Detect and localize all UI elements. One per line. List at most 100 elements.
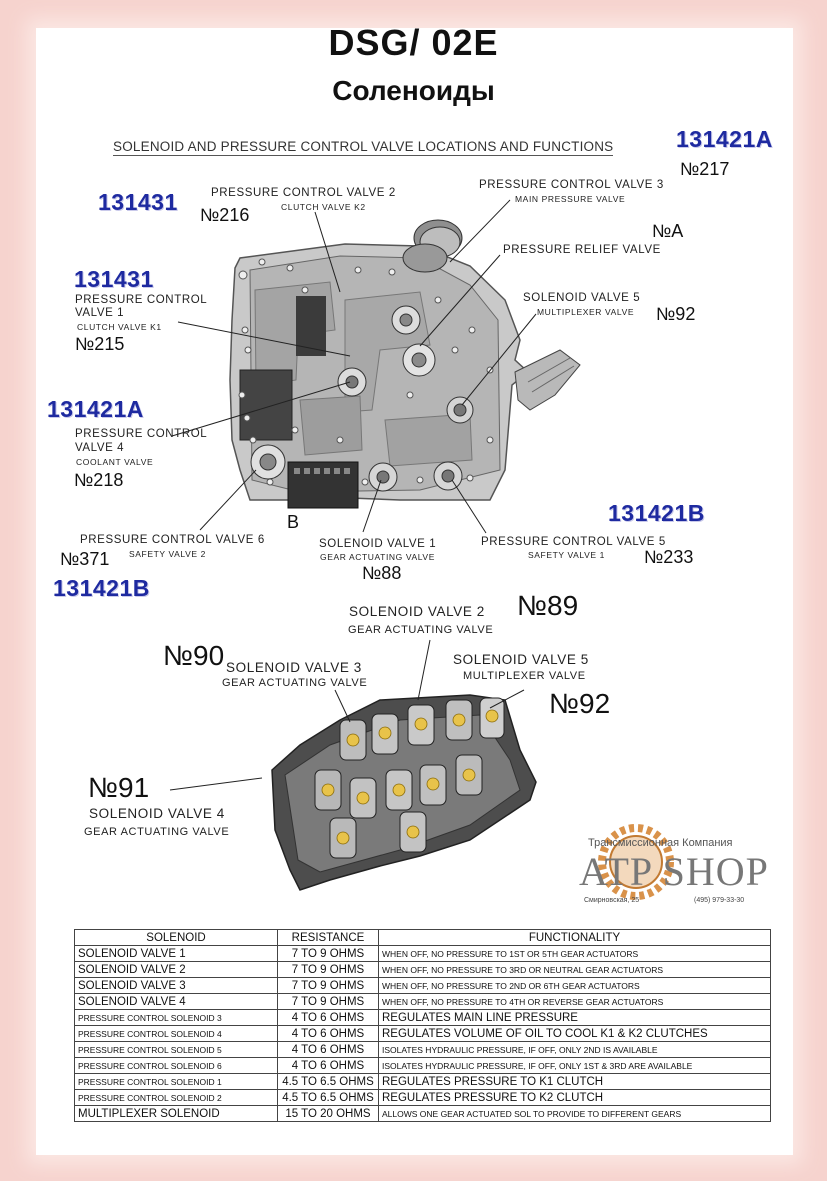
table-row: SOLENOID VALVE 4 7 TO 9 OHMS WHEN OFF, N… bbox=[74, 993, 771, 1010]
table-cell-functionality: REGULATES MAIN LINE PRESSURE bbox=[378, 1009, 771, 1026]
label-sv5-bottom: SOLENOID VALVE 5 bbox=[453, 652, 589, 667]
label-pcv4-line1: PRESSURE CONTROL bbox=[75, 428, 208, 440]
leader-lines-bottom bbox=[169, 639, 525, 791]
item-number-pcv6: №371 bbox=[60, 549, 110, 569]
table-cell-functionality: REGULATES VOLUME OF OIL TO COOL K1 & K2 … bbox=[378, 1025, 771, 1042]
table-row: PRESSURE CONTROL SOLENOID 5 4 TO 6 OHMS … bbox=[74, 1041, 771, 1058]
label-sv5-top: SOLENOID VALVE 5 bbox=[523, 292, 641, 304]
sublabel-sv1: GEAR ACTUATING VALVE bbox=[320, 552, 435, 562]
table-cell-resistance: 4 TO 6 OHMS bbox=[277, 1057, 379, 1074]
table-cell-solenoid: PRESSURE CONTROL SOLENOID 4 bbox=[74, 1025, 278, 1042]
table-header-resistance: RESISTANCE bbox=[277, 929, 379, 946]
item-number-relief: №A bbox=[652, 221, 684, 241]
table-cell-resistance: 4.5 TO 6.5 OHMS bbox=[277, 1073, 379, 1090]
item-number-sv1: №88 bbox=[362, 563, 402, 583]
table-cell-resistance: 7 TO 9 OHMS bbox=[277, 945, 379, 962]
sublabel-pcv4: COOLANT VALVE bbox=[76, 457, 154, 467]
solenoid-spec-table: SOLENOID RESISTANCE FUNCTIONALITY SOLENO… bbox=[74, 929, 771, 1122]
sublabel-sv3: GEAR ACTUATING VALVE bbox=[222, 677, 368, 689]
table-row: SOLENOID VALVE 1 7 TO 9 OHMS WHEN OFF, N… bbox=[74, 945, 771, 962]
table-cell-resistance: 4.5 TO 6.5 OHMS bbox=[277, 1089, 379, 1106]
label-pcv4-line2: VALVE 4 bbox=[75, 442, 125, 454]
item-number-sv5-bottom: №92 bbox=[549, 688, 611, 719]
item-number-pcv2: №216 bbox=[200, 205, 250, 225]
table-cell-solenoid: PRESSURE CONTROL SOLENOID 3 bbox=[74, 1009, 278, 1026]
table-cell-solenoid: SOLENOID VALVE 1 bbox=[74, 945, 278, 962]
section-heading: SOLENOID AND PRESSURE CONTROL VALVE LOCA… bbox=[113, 139, 614, 156]
logo-address: Смирновская, 25 bbox=[584, 897, 640, 904]
table-row: SOLENOID VALVE 2 7 TO 9 OHMS WHEN OFF, N… bbox=[74, 961, 771, 978]
table-row: PRESSURE CONTROL SOLENOID 1 4.5 TO 6.5 O… bbox=[74, 1073, 771, 1090]
label-sv1: SOLENOID VALVE 1 bbox=[319, 538, 437, 550]
item-number-sv2: №89 bbox=[517, 590, 579, 621]
table-cell-functionality: WHEN OFF, NO PRESSURE TO 1ST OR 5TH GEAR… bbox=[378, 945, 771, 962]
label-pcv5: PRESSURE CONTROL VALVE 5 bbox=[481, 536, 666, 548]
table-row: SOLENOID VALVE 3 7 TO 9 OHMS WHEN OFF, N… bbox=[74, 977, 771, 994]
table-cell-functionality: WHEN OFF, NO PRESSURE TO 4TH OR REVERSE … bbox=[378, 993, 771, 1010]
leader-lines-top bbox=[171, 199, 537, 534]
item-number-pcv3: №217 bbox=[680, 159, 730, 179]
label-pcv2: PRESSURE CONTROL VALVE 2 bbox=[211, 187, 396, 199]
label-pcv1-line2: VALVE 1 bbox=[75, 307, 125, 319]
table-cell-resistance: 7 TO 9 OHMS bbox=[277, 993, 379, 1010]
item-number-sv4: №91 bbox=[88, 772, 150, 803]
sublabel-sv2: GEAR ACTUATING VALVE bbox=[348, 624, 494, 636]
table-cell-functionality: WHEN OFF, NO PRESSURE TO 2ND OR 6TH GEAR… bbox=[378, 977, 771, 994]
sublabel-pcv3: MAIN PRESSURE VALVE bbox=[515, 194, 626, 204]
label-pcv3: PRESSURE CONTROL VALVE 3 bbox=[479, 179, 664, 191]
item-number-sv3: №90 bbox=[163, 640, 225, 671]
document-subtitle: Соленоиды bbox=[332, 75, 495, 106]
table-header-solenoid: SOLENOID bbox=[74, 929, 278, 946]
table-cell-resistance: 4 TO 6 OHMS bbox=[277, 1009, 379, 1026]
sublabel-sv4: GEAR ACTUATING VALVE bbox=[84, 826, 230, 838]
item-number-pcv4: №218 bbox=[74, 470, 124, 490]
table-cell-functionality: REGULATES PRESSURE TO K2 CLUTCH bbox=[378, 1089, 771, 1106]
label-sv4: SOLENOID VALVE 4 bbox=[89, 806, 225, 821]
logo-tagline: Трансмиссионная Компания bbox=[588, 837, 733, 849]
sublabel-pcv6: SAFETY VALVE 2 bbox=[129, 549, 206, 559]
label-pressure-relief-valve: PRESSURE RELIEF VALVE bbox=[503, 244, 661, 256]
label-sv2: SOLENOID VALVE 2 bbox=[349, 604, 485, 619]
item-number-pcv1: №215 bbox=[75, 334, 125, 354]
item-number-sv5-top: №92 bbox=[656, 304, 696, 324]
sublabel-sv5-bottom: MULTIPLEXER VALVE bbox=[463, 670, 586, 682]
part-number-pcv1: 131431 bbox=[74, 266, 154, 292]
part-number-pcv3: 131421A bbox=[676, 126, 773, 152]
document-title: DSG/ 02E bbox=[328, 22, 499, 63]
table-row: PRESSURE CONTROL SOLENOID 2 4.5 TO 6.5 O… bbox=[74, 1089, 771, 1106]
logo-name: ATP SHOP bbox=[579, 849, 769, 894]
table-cell-functionality: ALLOWS ONE GEAR ACTUATED SOL TO PROVIDE … bbox=[378, 1105, 771, 1122]
part-number-pcv5: 131421B bbox=[608, 500, 705, 526]
connector-label: B bbox=[287, 512, 300, 532]
part-number-pcv6: 131421B bbox=[53, 575, 150, 601]
table-row: PRESSURE CONTROL SOLENOID 6 4 TO 6 OHMS … bbox=[74, 1057, 771, 1074]
table-cell-resistance: 4 TO 6 OHMS bbox=[277, 1025, 379, 1042]
label-sv3: SOLENOID VALVE 3 bbox=[226, 660, 362, 675]
table-cell-functionality: REGULATES PRESSURE TO K1 CLUTCH bbox=[378, 1073, 771, 1090]
table-cell-functionality: WHEN OFF, NO PRESSURE TO 3RD OR NEUTRAL … bbox=[378, 961, 771, 978]
table-cell-solenoid: PRESSURE CONTROL SOLENOID 2 bbox=[74, 1089, 278, 1106]
table-cell-resistance: 7 TO 9 OHMS bbox=[277, 977, 379, 994]
solenoid-pack-illustration bbox=[271, 694, 537, 891]
table-cell-resistance: 15 TO 20 OHMS bbox=[277, 1105, 379, 1122]
table-cell-solenoid: PRESSURE CONTROL SOLENOID 1 bbox=[74, 1073, 278, 1090]
sublabel-pcv5: SAFETY VALVE 1 bbox=[528, 550, 605, 560]
table-cell-solenoid: PRESSURE CONTROL SOLENOID 6 bbox=[74, 1057, 278, 1074]
table-cell-solenoid: MULTIPLEXER SOLENOID bbox=[74, 1105, 278, 1122]
table-cell-resistance: 4 TO 6 OHMS bbox=[277, 1041, 379, 1058]
table-row: PRESSURE CONTROL SOLENOID 3 4 TO 6 OHMS … bbox=[74, 1009, 771, 1026]
part-number-pcv2: 131431 bbox=[98, 189, 178, 215]
valve-body-illustration bbox=[229, 219, 581, 509]
table-cell-functionality: ISOLATES HYDRAULIC PRESSURE, IF OFF, ONL… bbox=[378, 1057, 771, 1074]
part-number-pcv4: 131421A bbox=[47, 396, 144, 422]
table-cell-solenoid: SOLENOID VALVE 3 bbox=[74, 977, 278, 994]
table-cell-resistance: 7 TO 9 OHMS bbox=[277, 961, 379, 978]
sublabel-sv5-top: MULTIPLEXER VALVE bbox=[537, 307, 635, 317]
table-row: MULTIPLEXER SOLENOID 15 TO 20 OHMS ALLOW… bbox=[74, 1105, 771, 1122]
sublabel-pcv1: CLUTCH VALVE K1 bbox=[77, 322, 162, 332]
sublabel-pcv2: CLUTCH VALVE K2 bbox=[281, 202, 366, 212]
label-pcv6: PRESSURE CONTROL VALVE 6 bbox=[80, 534, 265, 546]
item-number-pcv5: №233 bbox=[644, 547, 694, 567]
logo-phone: (495) 979-33-30 bbox=[694, 897, 745, 904]
table-cell-solenoid: PRESSURE CONTROL SOLENOID 5 bbox=[74, 1041, 278, 1058]
